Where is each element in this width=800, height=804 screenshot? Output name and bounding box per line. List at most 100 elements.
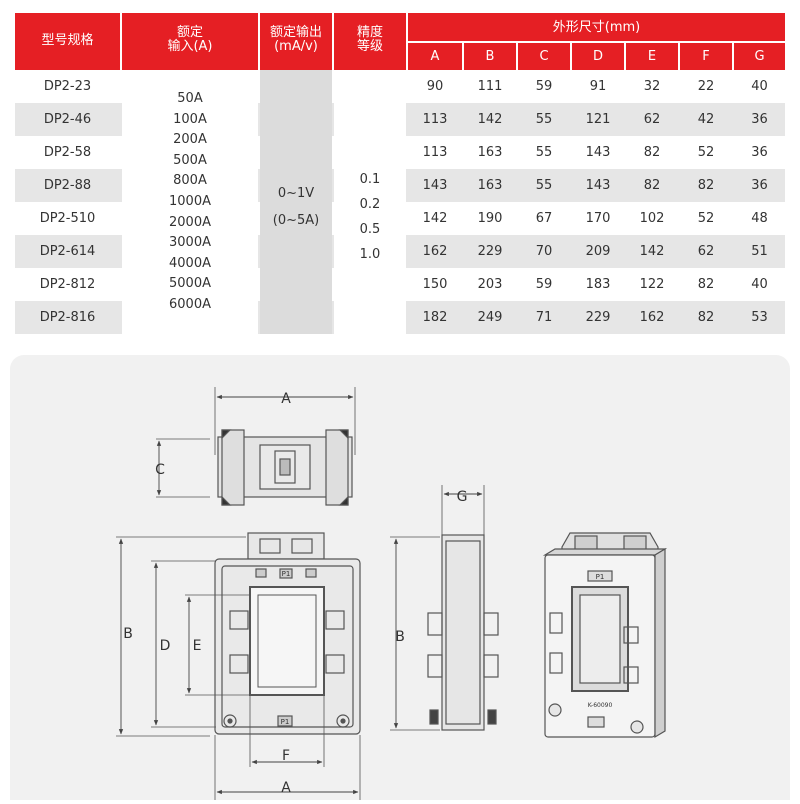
header-dim-c: C	[518, 43, 570, 70]
dim-cell: 42	[697, 112, 715, 127]
dim-cell: 55	[535, 145, 553, 160]
header-dim-e: E	[626, 43, 678, 70]
dim-cell: 142	[639, 244, 665, 259]
dim-cell: 22	[697, 79, 715, 94]
dim-cell: 52	[697, 211, 715, 226]
header-model: 型号规格	[15, 13, 120, 70]
header-input: 额定 输入(A)	[122, 13, 258, 70]
header-output: 额定输出 (mA/v)	[260, 13, 332, 70]
dim-cell: 162	[639, 310, 665, 325]
dim-cell: 82	[643, 178, 661, 193]
dim-cell: 122	[639, 277, 665, 292]
dim-cell: 163	[477, 178, 503, 193]
accuracy-classes: 0.1 0.2 0.5 1.0	[334, 70, 406, 334]
input-rating: 2000A	[169, 214, 211, 230]
dim-cell: 71	[535, 310, 553, 325]
product-mark: K-60090	[588, 702, 613, 709]
dim-cell: 182	[422, 310, 448, 325]
spec-table: 型号规格 额定 输入(A) 额定输出 (mA/v) 精度 等级 外形尺寸(mm)…	[15, 13, 785, 334]
dim-cell: 91	[589, 79, 607, 94]
dim-cell: 36	[751, 112, 768, 127]
dim-cell: 163	[477, 145, 503, 160]
dim-cell: 51	[751, 244, 768, 259]
model-cell: DP2-88	[43, 178, 92, 193]
header-dim-b: B	[464, 43, 516, 70]
accuracy-value: 1.0	[359, 247, 381, 262]
dim-cell: 183	[585, 277, 611, 292]
accuracy-value: 0.1	[359, 172, 381, 187]
model-cell: DP2-614	[39, 244, 96, 259]
output-value: 0~1V	[277, 186, 315, 201]
model-cell: DP2-812	[39, 277, 96, 292]
dim-cell: 32	[643, 79, 661, 94]
output-current: (0~5A)	[272, 213, 320, 228]
model-cell: DP2-58	[43, 145, 92, 160]
header-accuracy: 精度 等级	[334, 13, 406, 70]
header-accuracy-line1: 精度	[356, 25, 383, 40]
dim-cell: 53	[751, 310, 768, 325]
model-cell: DP2-23	[43, 79, 92, 94]
header-dim-f: F	[680, 43, 732, 70]
input-rating: 200A	[173, 132, 207, 148]
input-rating: 3000A	[169, 235, 211, 251]
dim-cell: 82	[697, 310, 715, 325]
input-rating: 800A	[173, 173, 207, 189]
header-dim-d: D	[572, 43, 624, 70]
dim-label-a: A	[281, 391, 291, 407]
dim-cell: 102	[639, 211, 665, 226]
terminal-label-bottom: P1	[281, 718, 290, 726]
header-dims: 外形尺寸(mm)	[408, 13, 785, 41]
header-output-line1: 额定输出	[269, 25, 322, 40]
dim-label-e: E	[193, 638, 202, 654]
header-model-label: 型号规格	[41, 33, 94, 48]
dim-cell: 209	[585, 244, 611, 259]
dim-cell: 55	[535, 112, 553, 127]
dim-cell: 36	[751, 178, 768, 193]
dim-cell: 113	[422, 112, 448, 127]
input-rating: 1000A	[169, 193, 211, 209]
terminal-label-iso: P1	[596, 573, 605, 581]
input-rating: 6000A	[169, 296, 211, 312]
dim-label-a-bottom: A	[281, 780, 291, 796]
dim-cell: 40	[751, 277, 768, 292]
isometric-view	[542, 532, 668, 739]
dim-cell: 82	[643, 145, 661, 160]
header-accuracy-line2: 等级	[356, 39, 383, 54]
header-dim-g: G	[734, 43, 785, 70]
dim-cell: 36	[751, 145, 768, 160]
header-dim-a: A	[408, 43, 462, 70]
dim-cell: 150	[422, 277, 448, 292]
dim-label-g: G	[457, 489, 468, 505]
dim-cell: 162	[422, 244, 448, 259]
dim-cell: 142	[477, 112, 503, 127]
header-output-line2: (mA/v)	[274, 39, 318, 54]
dim-cell: 111	[477, 79, 503, 94]
dim-cell: 40	[751, 79, 768, 94]
dim-cell: 62	[643, 112, 661, 127]
dim-cell: 249	[477, 310, 503, 325]
accuracy-value: 0.2	[359, 197, 381, 212]
model-cell: DP2-46	[43, 112, 92, 127]
input-rating: 500A	[173, 152, 207, 168]
input-rating: 5000A	[169, 276, 211, 292]
terminal-label-top: P1	[282, 570, 291, 578]
dim-label-c: C	[155, 462, 165, 478]
accuracy-value: 0.5	[359, 222, 381, 237]
dim-cell: 203	[477, 277, 503, 292]
header-dims-label: 外形尺寸(mm)	[552, 20, 641, 35]
output-range: 0~1V (0~5A)	[260, 70, 332, 334]
model-cell: DP2-510	[39, 211, 96, 226]
dim-label-b-side: B	[395, 629, 405, 645]
dim-cell: 190	[477, 211, 503, 226]
dim-label-d: D	[160, 638, 171, 654]
dim-cell: 67	[535, 211, 553, 226]
dim-cell: 52	[697, 145, 715, 160]
input-rating: 100A	[173, 111, 207, 127]
dimension-drawing-panel: A C B D E F A G B P1 P1 P1 K-60090	[10, 355, 790, 800]
front-view	[116, 532, 361, 800]
dim-label-b: B	[123, 626, 133, 642]
dim-label-f: F	[282, 748, 290, 764]
